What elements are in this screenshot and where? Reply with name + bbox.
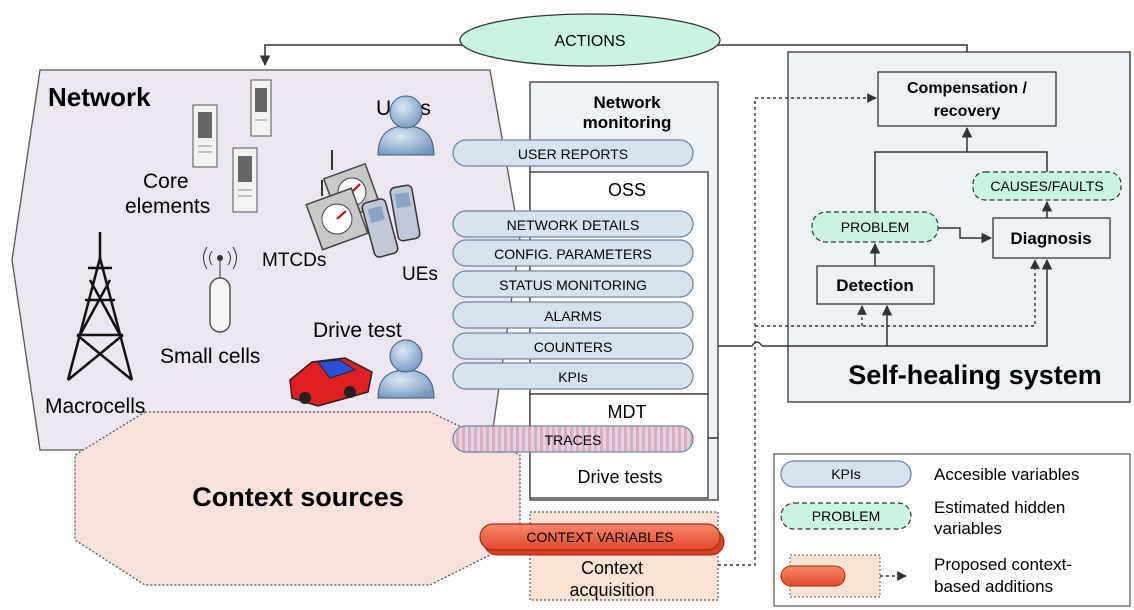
mdt-label: MDT: [608, 402, 647, 422]
svg-text:STATUS MONITORING: STATUS MONITORING: [499, 277, 647, 293]
phone-icon: [389, 184, 421, 242]
kpis-pill: KPIs: [452, 362, 694, 390]
server-icon: [192, 104, 218, 168]
server-icon: [232, 147, 258, 213]
drive-test-label: Drive test: [313, 319, 402, 342]
core-label-2: elements: [125, 195, 210, 218]
svg-text:ALARMS: ALARMS: [544, 308, 602, 324]
alarms-pill: ALARMS: [452, 301, 694, 329]
server-icon: [250, 79, 272, 137]
self-healing-arrows: [869, 126, 1053, 266]
network-title: Network: [48, 82, 151, 112]
actions-label: ACTIONS: [554, 33, 625, 50]
legend-proposed-2: based additions: [934, 577, 1053, 596]
legend-context-sample: [780, 554, 907, 598]
svg-text:USER REPORTS: USER REPORTS: [518, 146, 628, 162]
svg-text:CONFIG. PARAMETERS: CONFIG. PARAMETERS: [494, 246, 652, 262]
monitoring-title-2: monitoring: [583, 113, 672, 132]
network-details-pill: NETWORK DETAILS: [452, 210, 694, 238]
phone-icon: [361, 198, 399, 258]
user-reports-pill: USER REPORTS: [452, 139, 694, 167]
svg-text:NETWORK DETAILS: NETWORK DETAILS: [507, 217, 640, 233]
diagnosis-label: Diagnosis: [1010, 229, 1091, 248]
legend-estimated-2: variables: [934, 519, 1002, 538]
compensation-box: [877, 71, 1057, 127]
status-monitoring-pill: STATUS MONITORING: [452, 270, 694, 298]
person-icon: [377, 339, 435, 399]
diagnosis-box: [992, 217, 1111, 259]
compensation-label-2: recovery: [934, 103, 1001, 120]
ues-label: UEs: [402, 264, 438, 285]
drive-tests-label: Drive tests: [577, 467, 662, 487]
legend-kpis-sample: KPIs: [780, 460, 912, 488]
detection-box: [816, 265, 935, 305]
core-label-1: Core: [143, 170, 189, 193]
legend-problem-sample: PROBLEM: [780, 502, 912, 530]
actions-ellipse: [459, 13, 721, 67]
legend-estimated-1: Estimated hidden: [934, 498, 1065, 517]
svg-text:TRACES: TRACES: [545, 432, 602, 448]
context-sources-label: Context sources: [192, 482, 404, 512]
legend-proposed-1: Proposed context-: [934, 555, 1072, 574]
legend-accessible: Accesible variables: [934, 465, 1080, 484]
person-icon: [377, 95, 435, 156]
tower-icon: [66, 232, 134, 381]
causes-faults-box: [972, 171, 1122, 201]
svg-text:KPIs: KPIs: [558, 369, 588, 385]
context-variables-label: CONTEXT VARIABLES: [526, 529, 673, 545]
monitoring-title-1: Network: [593, 93, 661, 112]
oss-label: OSS: [608, 180, 646, 200]
svg-text:PROBLEM: PROBLEM: [812, 508, 880, 524]
mtcds-label: MTCDs: [262, 250, 326, 271]
small-cell-icon: [203, 246, 237, 333]
causes-faults-label: CAUSES/FAULTS: [990, 178, 1103, 194]
counters-pill: COUNTERS: [452, 332, 694, 360]
config-parameters-pill: CONFIG. PARAMETERS: [452, 239, 694, 267]
context-variables-pill: [479, 523, 721, 551]
context-links: [718, 93, 1040, 566]
small-cells-label: Small cells: [160, 345, 260, 368]
car-icon: [289, 357, 373, 407]
context-acquisition-1: Context: [581, 558, 643, 578]
context-acquisition-2: acquisition: [569, 580, 654, 600]
compensation-label-1: Compensation /: [907, 80, 1028, 97]
context-sources-region: [74, 411, 521, 586]
traces-pill: TRACES: [452, 425, 694, 453]
macrocells-label: Macrocells: [45, 395, 145, 418]
problem-label: PROBLEM: [841, 219, 909, 235]
svg-text:KPIs: KPIs: [831, 466, 861, 482]
self-healing-title: Self-healing system: [848, 360, 1102, 390]
mtcd-device-icon: [305, 150, 382, 251]
svg-text:COUNTERS: COUNTERS: [534, 339, 613, 355]
detection-label: Detection: [836, 276, 913, 295]
